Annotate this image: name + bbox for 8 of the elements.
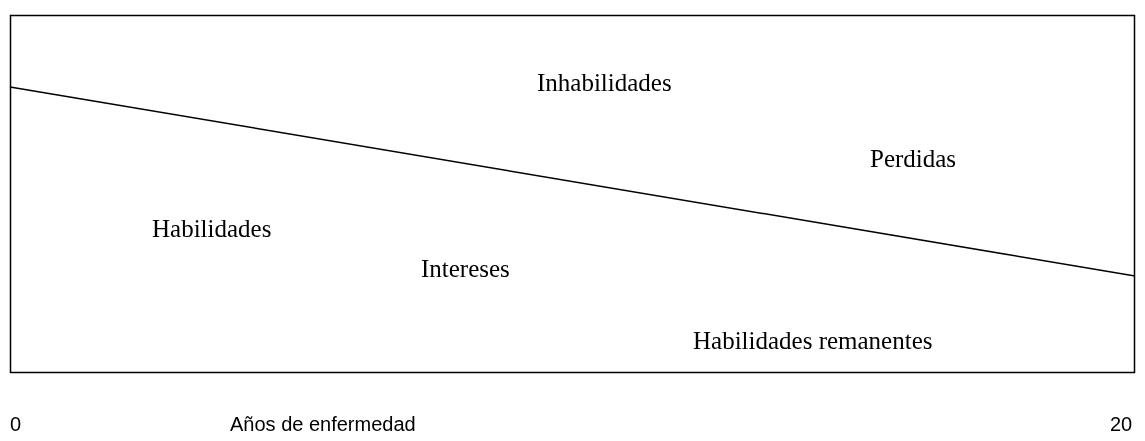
region-label: Habilidades remanentes: [693, 328, 933, 353]
axis-label: 20: [1110, 414, 1133, 434]
axis-label: 0: [10, 414, 22, 434]
region-label: Intereses: [421, 256, 510, 281]
region-label: Inhabilidades: [537, 70, 672, 95]
axis-title: Años de enfermedad: [230, 414, 416, 434]
region-label: Perdidas: [870, 146, 957, 171]
region-label: Habilidades: [152, 216, 272, 241]
